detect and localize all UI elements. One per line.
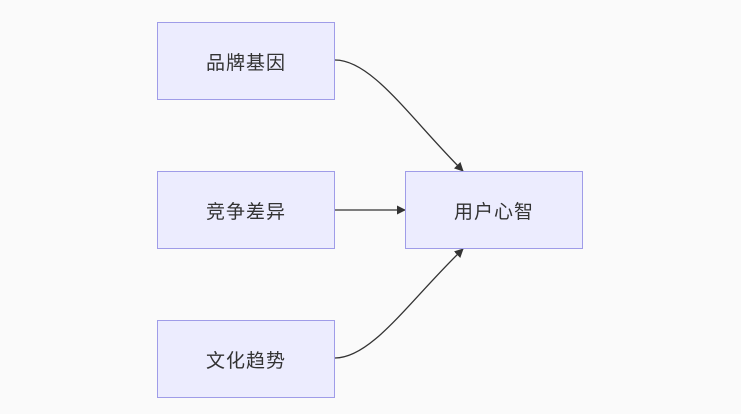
node-competitive-difference-label: 竞争差异 [205,200,286,223]
node-competitive-difference[interactable]: 竞争差异 [157,171,335,249]
node-cultural-trend[interactable]: 文化趋势 [157,320,335,398]
node-brand-gene-label: 品牌基因 [205,51,286,74]
node-cultural-trend-label: 文化趋势 [205,349,286,372]
node-brand-gene[interactable]: 品牌基因 [157,22,335,100]
edge-cultural-trend-to-user-mind [334,248,464,359]
node-user-mind-label: 用户心智 [453,200,534,223]
edge-brand-gene-to-user-mind [334,59,464,172]
node-user-mind[interactable]: 用户心智 [405,171,583,249]
